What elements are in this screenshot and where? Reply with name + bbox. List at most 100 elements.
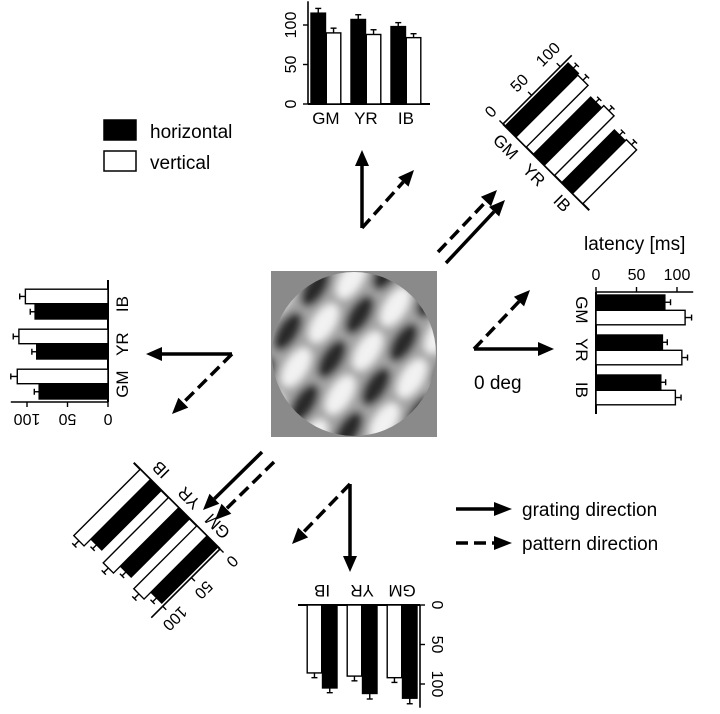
category-label-IB: IB — [149, 457, 174, 482]
category-label-IB: IB — [572, 382, 591, 398]
bar-horizontal-IB — [321, 604, 338, 689]
y-axis — [502, 54, 573, 125]
y-tick-label: 0 — [428, 601, 445, 610]
bar-vertical-GM — [386, 604, 403, 679]
bar-vertical-GM — [325, 32, 342, 105]
arrow-pattern-0 — [472, 290, 530, 351]
y-tick — [498, 119, 504, 125]
y-tick-label: 0 — [222, 552, 240, 570]
error-cap — [609, 104, 615, 110]
bar-horizontal-GM — [504, 62, 580, 138]
legend-swatch-vertical — [103, 150, 137, 172]
legend-label-grating: grating direction — [522, 500, 657, 521]
y-tick-label: 50 — [59, 410, 77, 427]
arrow-grating-45 — [444, 200, 505, 265]
category-label-YR: YR — [572, 338, 591, 362]
legend-label-pattern: pattern direction — [522, 534, 658, 555]
error-bar-horizontal-IB — [92, 544, 98, 550]
arrow-grating-180 — [146, 347, 232, 361]
category-label-IB: IB — [550, 191, 575, 216]
category-label-YR: YR — [350, 581, 374, 600]
y-tick-label: 50 — [283, 56, 300, 74]
error-bar-vertical-YR — [608, 106, 613, 112]
bar-horizontal-YR — [361, 604, 378, 695]
category-label-GM: GM — [312, 109, 339, 128]
error-bar-vertical-GM — [582, 75, 588, 81]
zero-deg-label: 0 deg — [474, 373, 522, 394]
error-cap — [71, 542, 77, 549]
legend-label-vertical: vertical — [150, 153, 210, 174]
error-cap — [131, 595, 137, 602]
y-tick — [219, 548, 225, 554]
bar-horizontal-GM — [595, 294, 666, 311]
legend-direction: grating direction pattern direction — [456, 500, 658, 555]
error-cap — [584, 73, 590, 79]
chart-180deg: 0 50 100 GM YR IB — [10, 280, 132, 427]
bar-horizontal-YR — [36, 343, 109, 360]
bar-horizontal-IB — [595, 374, 662, 391]
legend-swatch-horizontal — [103, 119, 137, 141]
bar-vertical-GM — [16, 368, 109, 385]
y-tick-label: 0 — [283, 99, 300, 108]
y-tick-label: 0 — [482, 103, 500, 121]
legend-orientation: horizontal vertical — [103, 119, 232, 174]
bar-vertical-YR — [18, 328, 109, 345]
error-bar-vertical-IB — [630, 140, 636, 146]
bar-vertical-GM — [514, 74, 590, 149]
bar-horizontal-GM — [401, 604, 418, 699]
category-label-IB: IB — [113, 296, 132, 312]
y-axis — [150, 548, 221, 619]
error-cap — [574, 62, 580, 68]
category-label-GM: GM — [572, 296, 591, 323]
bar-horizontal-IB — [34, 303, 109, 320]
category-label-GM: GM — [113, 370, 132, 397]
arrow-grating-90 — [355, 150, 369, 228]
legend-arrow-dashed-icon — [456, 536, 512, 550]
error-cap — [149, 599, 156, 605]
arrow-pattern-180 — [172, 352, 234, 414]
error-bar-horizontal-YR — [595, 98, 600, 103]
y-tick-label: 0 — [592, 267, 601, 284]
latency-axis-label: latency [ms] — [584, 234, 685, 255]
error-bar-horizontal-YR — [121, 571, 127, 577]
bar-vertical-YR — [365, 33, 382, 105]
plaid-pattern — [272, 272, 436, 436]
bar-horizontal-YR — [350, 18, 367, 105]
bar-vertical-IB — [306, 604, 323, 674]
y-tick-label: 100 — [664, 267, 691, 284]
error-cap — [632, 138, 638, 144]
category-label-IB: IB — [314, 581, 330, 600]
bar-horizontal-YR — [532, 96, 602, 166]
plaid-stimulus — [271, 271, 437, 437]
y-tick — [162, 605, 167, 611]
error-bar-vertical-YR — [103, 567, 109, 574]
y-tick-label: 100 — [428, 671, 445, 698]
category-label-YR: YR — [113, 332, 132, 356]
direction-arrows — [146, 150, 554, 572]
y-tick-label: 0 — [103, 410, 112, 427]
arrow-pattern-45 — [436, 190, 497, 254]
arrow-grating-225 — [203, 450, 264, 510]
error-bar-horizontal-GM — [152, 597, 158, 603]
bar-vertical-IB — [595, 389, 677, 406]
arrow-pattern-225 — [215, 460, 276, 520]
error-cap — [89, 546, 96, 552]
y-tick-label: 100 — [14, 410, 41, 427]
bar-horizontal-YR — [119, 507, 191, 579]
bar-horizontal-GM — [310, 12, 327, 105]
bar-vertical-YR — [102, 496, 180, 575]
bar-vertical-IB — [24, 288, 109, 305]
bar-horizontal-YR — [595, 334, 664, 351]
y-tick-label: 50 — [428, 636, 445, 654]
arrow-grating-0 — [474, 342, 554, 356]
error-bar-horizontal-IB — [619, 131, 624, 136]
legend-label-horizontal: horizontal — [150, 122, 232, 143]
error-bar-vertical-IB — [73, 540, 80, 546]
arrow-pattern-90 — [360, 170, 414, 230]
